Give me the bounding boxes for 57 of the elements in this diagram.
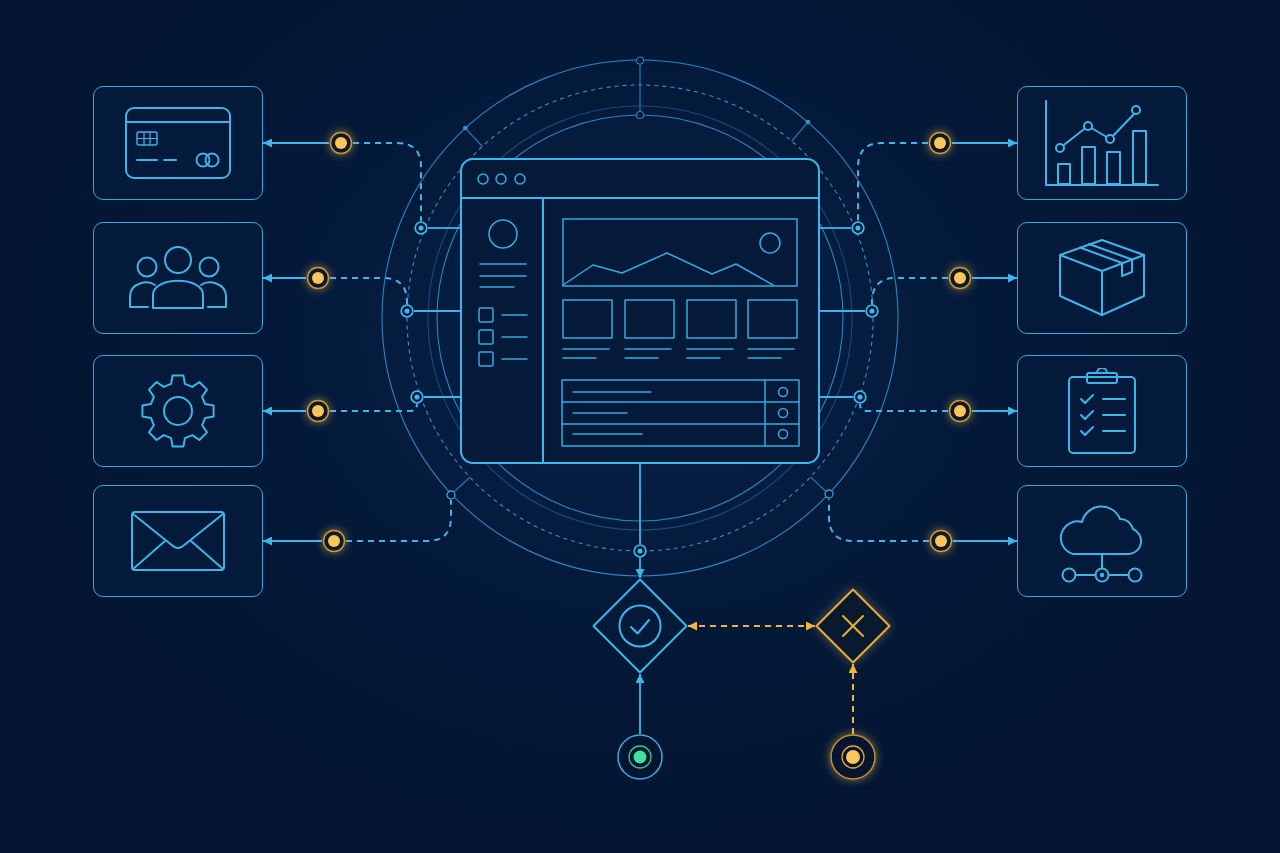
icon-tile	[93, 485, 263, 597]
connector-line	[857, 142, 929, 222]
junction-dot	[865, 304, 879, 318]
connector-line	[971, 273, 1018, 283]
connector-line	[819, 227, 852, 229]
connector-line	[687, 621, 816, 631]
icon-tile	[93, 86, 263, 200]
junction-dot	[824, 489, 834, 499]
connector-line	[329, 277, 408, 305]
connector-line	[423, 396, 461, 398]
junction-dot	[633, 544, 647, 558]
dashboard-window-illustration	[460, 158, 820, 464]
connector-dot	[322, 529, 346, 553]
connector-dot	[929, 529, 953, 553]
connector-line	[828, 498, 930, 542]
connector-line	[635, 673, 645, 735]
connector-line	[635, 557, 645, 579]
decision-diamond	[815, 588, 891, 664]
terminal-dot	[617, 734, 663, 780]
connector-line	[345, 499, 452, 542]
connector-line	[639, 463, 641, 545]
connector-dot	[306, 266, 330, 290]
connector-dot	[329, 131, 353, 155]
connector-line	[262, 536, 323, 546]
icon-tile	[1017, 222, 1187, 334]
connector-line	[871, 277, 949, 305]
icon-tile	[1017, 86, 1187, 200]
connector-line	[427, 227, 461, 229]
connector-line	[262, 406, 307, 416]
connector-line	[262, 273, 307, 283]
connector-dot	[306, 399, 330, 423]
connector-dot	[928, 131, 952, 155]
icon-tile	[93, 222, 263, 334]
icon-tile	[1017, 485, 1187, 597]
junction-dot	[400, 304, 414, 318]
connector-dot	[948, 399, 972, 423]
connector-line	[971, 406, 1018, 416]
icon-tile	[1017, 355, 1187, 467]
connector-dot	[948, 266, 972, 290]
junction-dot	[414, 221, 428, 235]
connector-line	[262, 138, 330, 148]
junction-dot	[446, 490, 456, 500]
connector-line	[859, 403, 949, 412]
connector-line	[951, 138, 1018, 148]
junction-dot	[853, 390, 867, 404]
connector-line	[819, 396, 854, 398]
junction-dot	[851, 221, 865, 235]
connector-line	[819, 310, 866, 312]
connector-line	[352, 142, 422, 222]
decision-diamond	[592, 578, 688, 674]
connector-line	[413, 310, 461, 312]
terminal-dot	[830, 734, 876, 780]
icon-tile	[93, 355, 263, 467]
connector-line	[848, 663, 858, 735]
junction-dot	[410, 390, 424, 404]
connector-line	[952, 536, 1018, 546]
connector-line	[329, 403, 418, 412]
